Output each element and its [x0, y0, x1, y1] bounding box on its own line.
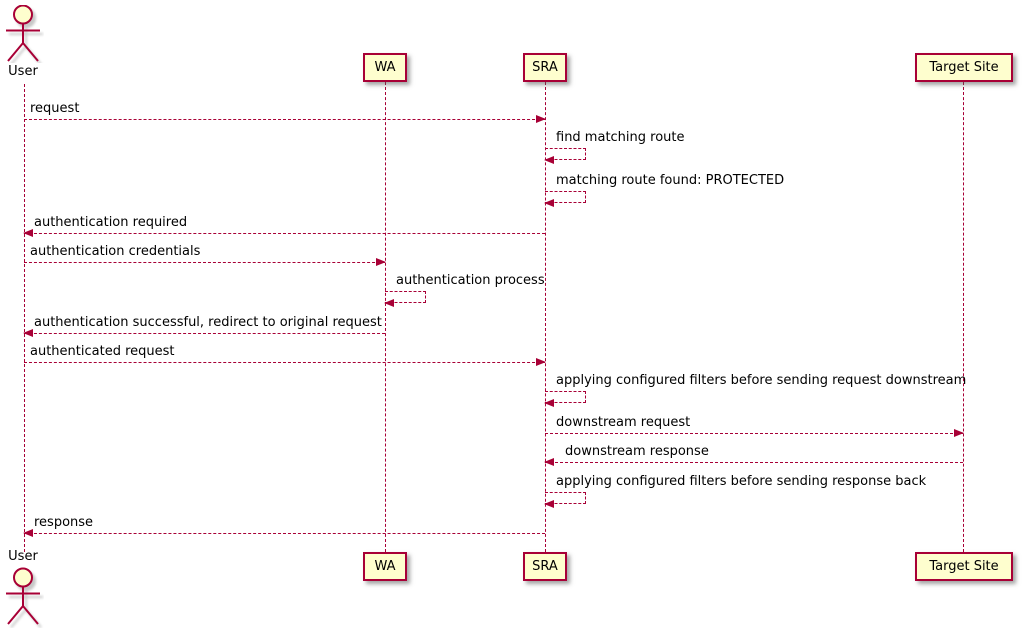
- actor-label-user-top: User: [8, 64, 38, 79]
- actor-icon: [6, 4, 43, 66]
- arrowhead-right-icon: [954, 429, 964, 437]
- message-label: authentication successful, redirect to o…: [34, 315, 382, 330]
- message-label: downstream request: [556, 415, 691, 430]
- arrowhead-right-icon: [536, 358, 546, 366]
- message-arrow: [24, 115, 546, 123]
- self-message-arrow: [544, 492, 586, 508]
- message-label: authentication required: [34, 215, 188, 230]
- message-arrow: [23, 229, 545, 237]
- message-label: matching route found: PROTECTED: [556, 173, 785, 188]
- message-label: find matching route: [556, 130, 685, 145]
- self-message-arrow: [544, 191, 586, 207]
- message-label: authenticated request: [30, 344, 175, 359]
- message-request: request: [24, 101, 546, 123]
- arrowhead-left-icon: [23, 529, 33, 537]
- message-label: applying configured filters before sendi…: [556, 373, 967, 388]
- actor-user-top: [2, 4, 44, 67]
- arrowhead-left-icon: [544, 500, 554, 508]
- actor-user-bottom: [2, 566, 44, 632]
- participant-wa-bottom: WA: [363, 552, 407, 581]
- message-label: authentication process: [396, 273, 545, 288]
- message-authentication-credentials: authentication credentials: [24, 244, 386, 266]
- arrowhead-right-icon: [536, 115, 546, 123]
- lifeline-sra: [545, 82, 546, 552]
- message-downstream-response: downstream response: [544, 444, 963, 466]
- lifeline-user: [24, 84, 25, 552]
- arrowhead-left-icon: [23, 229, 33, 237]
- self-message-filters-request: applying configured filters before sendi…: [544, 373, 967, 407]
- self-message-arrow: [544, 391, 586, 407]
- participant-target-top: Target Site: [915, 53, 1013, 82]
- message-label: authentication credentials: [30, 244, 201, 259]
- message-arrow: [545, 429, 964, 437]
- self-message-route-found: matching route found: PROTECTED: [544, 173, 785, 207]
- participant-wa-top: WA: [363, 53, 407, 82]
- arrowhead-left-icon: [544, 156, 554, 164]
- arrowhead-left-icon: [23, 329, 33, 337]
- message-arrow: [24, 258, 386, 266]
- message-authentication-successful: authentication successful, redirect to o…: [23, 315, 385, 337]
- message-arrow: [23, 329, 385, 337]
- message-label: applying configured filters before sendi…: [556, 474, 927, 489]
- message-arrow: [544, 458, 963, 466]
- participant-sra-top: SRA: [523, 53, 567, 82]
- participant-target-bottom: Target Site: [915, 552, 1013, 581]
- arrowhead-left-icon: [384, 299, 394, 307]
- message-response: response: [23, 515, 545, 537]
- message-arrow: [24, 358, 546, 366]
- arrowhead-right-icon: [376, 258, 386, 266]
- arrowhead-left-icon: [544, 199, 554, 207]
- self-message-filters-response: applying configured filters before sendi…: [544, 474, 927, 508]
- message-authentication-required: authentication required: [23, 215, 545, 237]
- actor-label-user-bottom: User: [8, 549, 38, 564]
- self-message-authentication-process: authentication process: [384, 273, 545, 307]
- self-message-arrow: [544, 148, 586, 164]
- lifeline-wa: [385, 82, 386, 552]
- message-authenticated-request: authenticated request: [24, 344, 546, 366]
- arrowhead-left-icon: [544, 458, 554, 466]
- lifeline-target: [963, 82, 964, 552]
- message-downstream-request: downstream request: [545, 415, 964, 437]
- actor-icon: [6, 567, 43, 629]
- message-label: request: [30, 101, 80, 116]
- arrowhead-left-icon: [544, 399, 554, 407]
- message-arrow: [23, 529, 545, 537]
- self-message-arrow: [384, 291, 426, 307]
- message-label: downstream response: [565, 444, 709, 459]
- participant-sra-bottom: SRA: [523, 552, 567, 581]
- self-message-find-matching-route: find matching route: [544, 130, 685, 164]
- message-label: response: [34, 515, 94, 530]
